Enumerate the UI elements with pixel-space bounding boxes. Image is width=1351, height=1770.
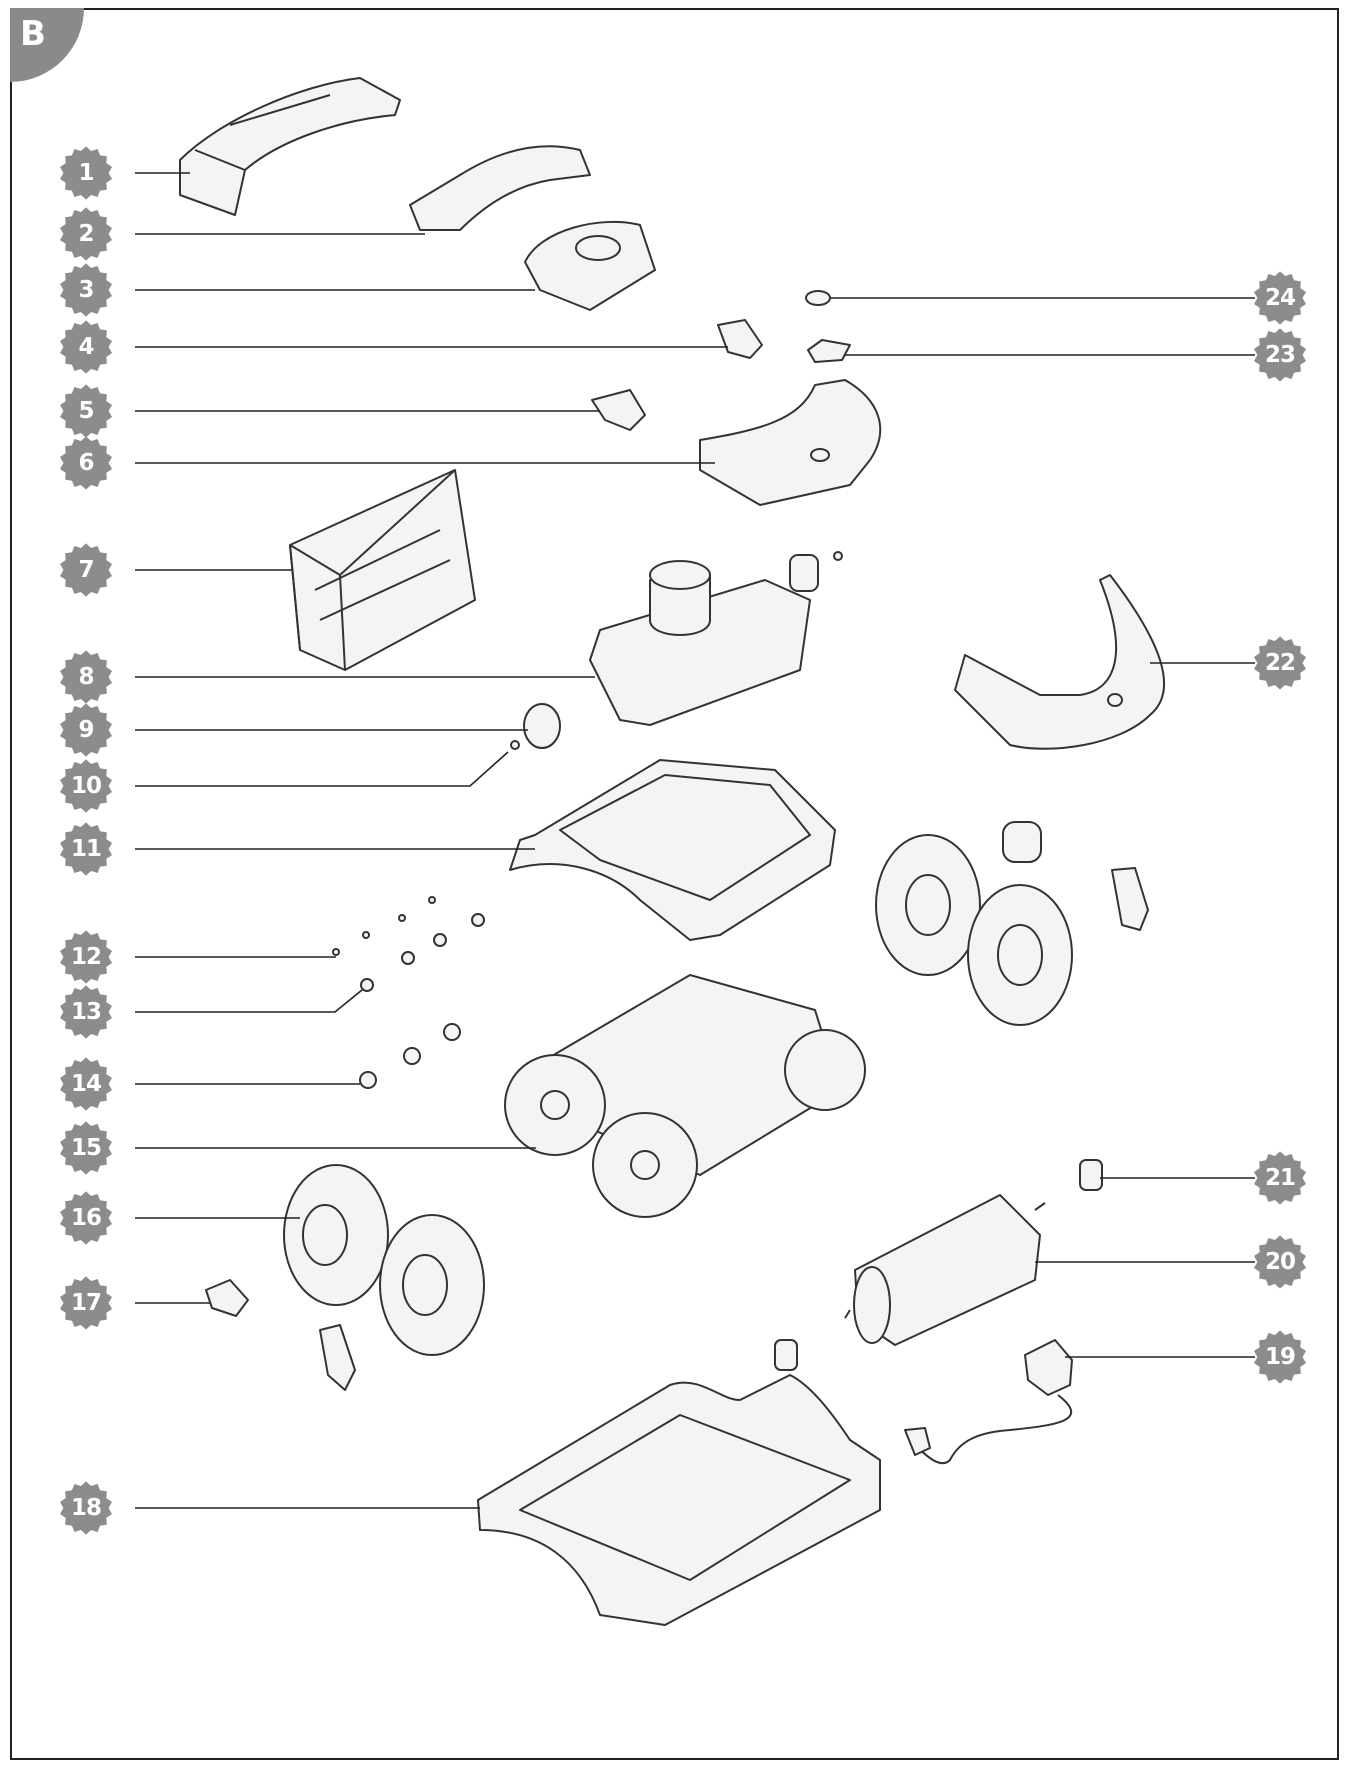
callout-badge-6 [59,436,113,490]
part-12-screw [332,896,436,956]
part-24-small-cap [805,290,831,306]
callout-badge-17 [59,1276,113,1330]
part-right-wheels [875,821,1149,1026]
callout-badge-9 [59,703,113,757]
part-19-charger [904,1339,1073,1465]
part-23-small-clip [807,339,851,363]
part-6-front-cover [699,379,882,506]
callout-badge-7 [59,543,113,597]
part-9-gear [523,703,561,749]
part-15-base-chassis [504,974,866,1218]
part-18-storage-base [477,1374,881,1626]
callout-badge-16 [59,1191,113,1245]
callout-badge-8 [59,650,113,704]
part-17-wheel-cap [205,1279,356,1391]
part-3-flap-plate [524,221,656,311]
callout-badge-14 [59,1057,113,1111]
callout-badge-24 [1253,271,1307,325]
callout-badge-11 [59,822,113,876]
leader-10 [135,751,509,787]
leader-13 [135,989,363,1013]
section-letter: B [20,14,46,54]
part-20-brush-roller [844,1194,1046,1346]
part-1-top-handle [179,77,401,216]
callout-badge-20 [1253,1235,1307,1289]
part-2-top-cover [409,145,591,231]
callout-badge-12 [59,930,113,984]
callout-badge-18 [59,1481,113,1535]
callout-badge-5 [59,384,113,438]
callout-badge-1 [59,146,113,200]
part-5-clip [591,389,646,431]
part-8-motor-block [589,551,843,726]
callout-badge-13 [59,985,113,1039]
callout-badge-4 [59,320,113,374]
part-13-bushing [360,913,485,992]
callout-badge-22 [1253,636,1307,690]
part-7-filter-basket [289,469,476,671]
callout-badge-23 [1253,328,1307,382]
part-14-roller [359,1023,461,1089]
part-10-small-bushing [510,740,520,750]
part-22-rear-bumper [954,574,1165,750]
callout-badge-3 [59,263,113,317]
callout-badge-19 [1253,1330,1307,1384]
part-21-small-gear [774,1159,1103,1371]
callout-badge-15 [59,1121,113,1175]
part-16-left-wheels [283,1164,485,1356]
part-11-chassis-frame [509,759,836,941]
callout-badge-21 [1253,1151,1307,1205]
part-4-clip [717,319,763,359]
callout-badge-10 [59,759,113,813]
callout-badge-2 [59,207,113,261]
